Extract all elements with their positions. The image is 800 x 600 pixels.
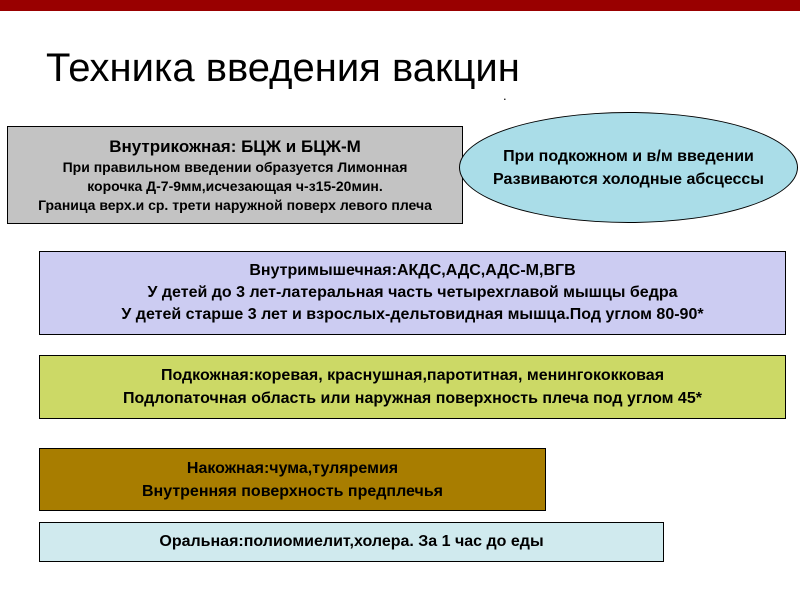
intradermal-line-3: Граница верх.и ср. трети наружной поверх… (38, 197, 432, 213)
intramuscular-line-3: У детей старше 3 лет и взрослых-дельтови… (121, 306, 704, 323)
subcutaneous-box: Подкожная:коревая, краснушная,паротитная… (39, 355, 786, 419)
intradermal-heading: Внутрикожная: БЦЖ и БЦЖ-М (109, 137, 361, 156)
abscess-line-1: При подкожном и в/м введении (503, 147, 754, 165)
subcutaneous-line-1: Подкожная:коревая, краснушная,паротитная… (160, 367, 665, 384)
slide-title: Техника введения вакцин (46, 46, 520, 90)
cutaneous-line-1: Накожная:чума,туляремия (186, 459, 399, 477)
intradermal-line-2: корочка Д-7-9мм,исчезающая ч-з15-20мин. (87, 178, 383, 194)
abscess-line-2: Развиваются холодные абсцессы (493, 170, 764, 188)
cutaneous-box: Накожная:чума,туляремия Внутренняя повер… (39, 448, 546, 511)
oral-box: Оральная:полиомиелит,холера. За 1 час до… (39, 522, 664, 562)
intradermal-line-1: При правильном введении образуется Лимон… (62, 159, 408, 175)
intradermal-box: Внутрикожная: БЦЖ и БЦЖ-М При правильном… (7, 126, 463, 224)
title-period: . (503, 88, 507, 103)
intramuscular-line-2: У детей до 3 лет-латеральная часть четыр… (147, 284, 678, 301)
cutaneous-line-2: Внутренняя поверхность предплечья (142, 482, 443, 500)
intramuscular-line-1: Внутримышечная:АКДС,АДС,АДС-М,ВГВ (249, 262, 576, 279)
top-accent-bar (0, 0, 800, 11)
intramuscular-box: Внутримышечная:АКДС,АДС,АДС-М,ВГВ У дете… (39, 251, 786, 335)
oral-line-1: Оральная:полиомиелит,холера. За 1 час до… (159, 533, 544, 550)
subcutaneous-line-2: Подлопаточная область или наружная повер… (123, 390, 702, 407)
abscess-note-ellipse: При подкожном и в/м введении Развиваются… (459, 112, 798, 223)
